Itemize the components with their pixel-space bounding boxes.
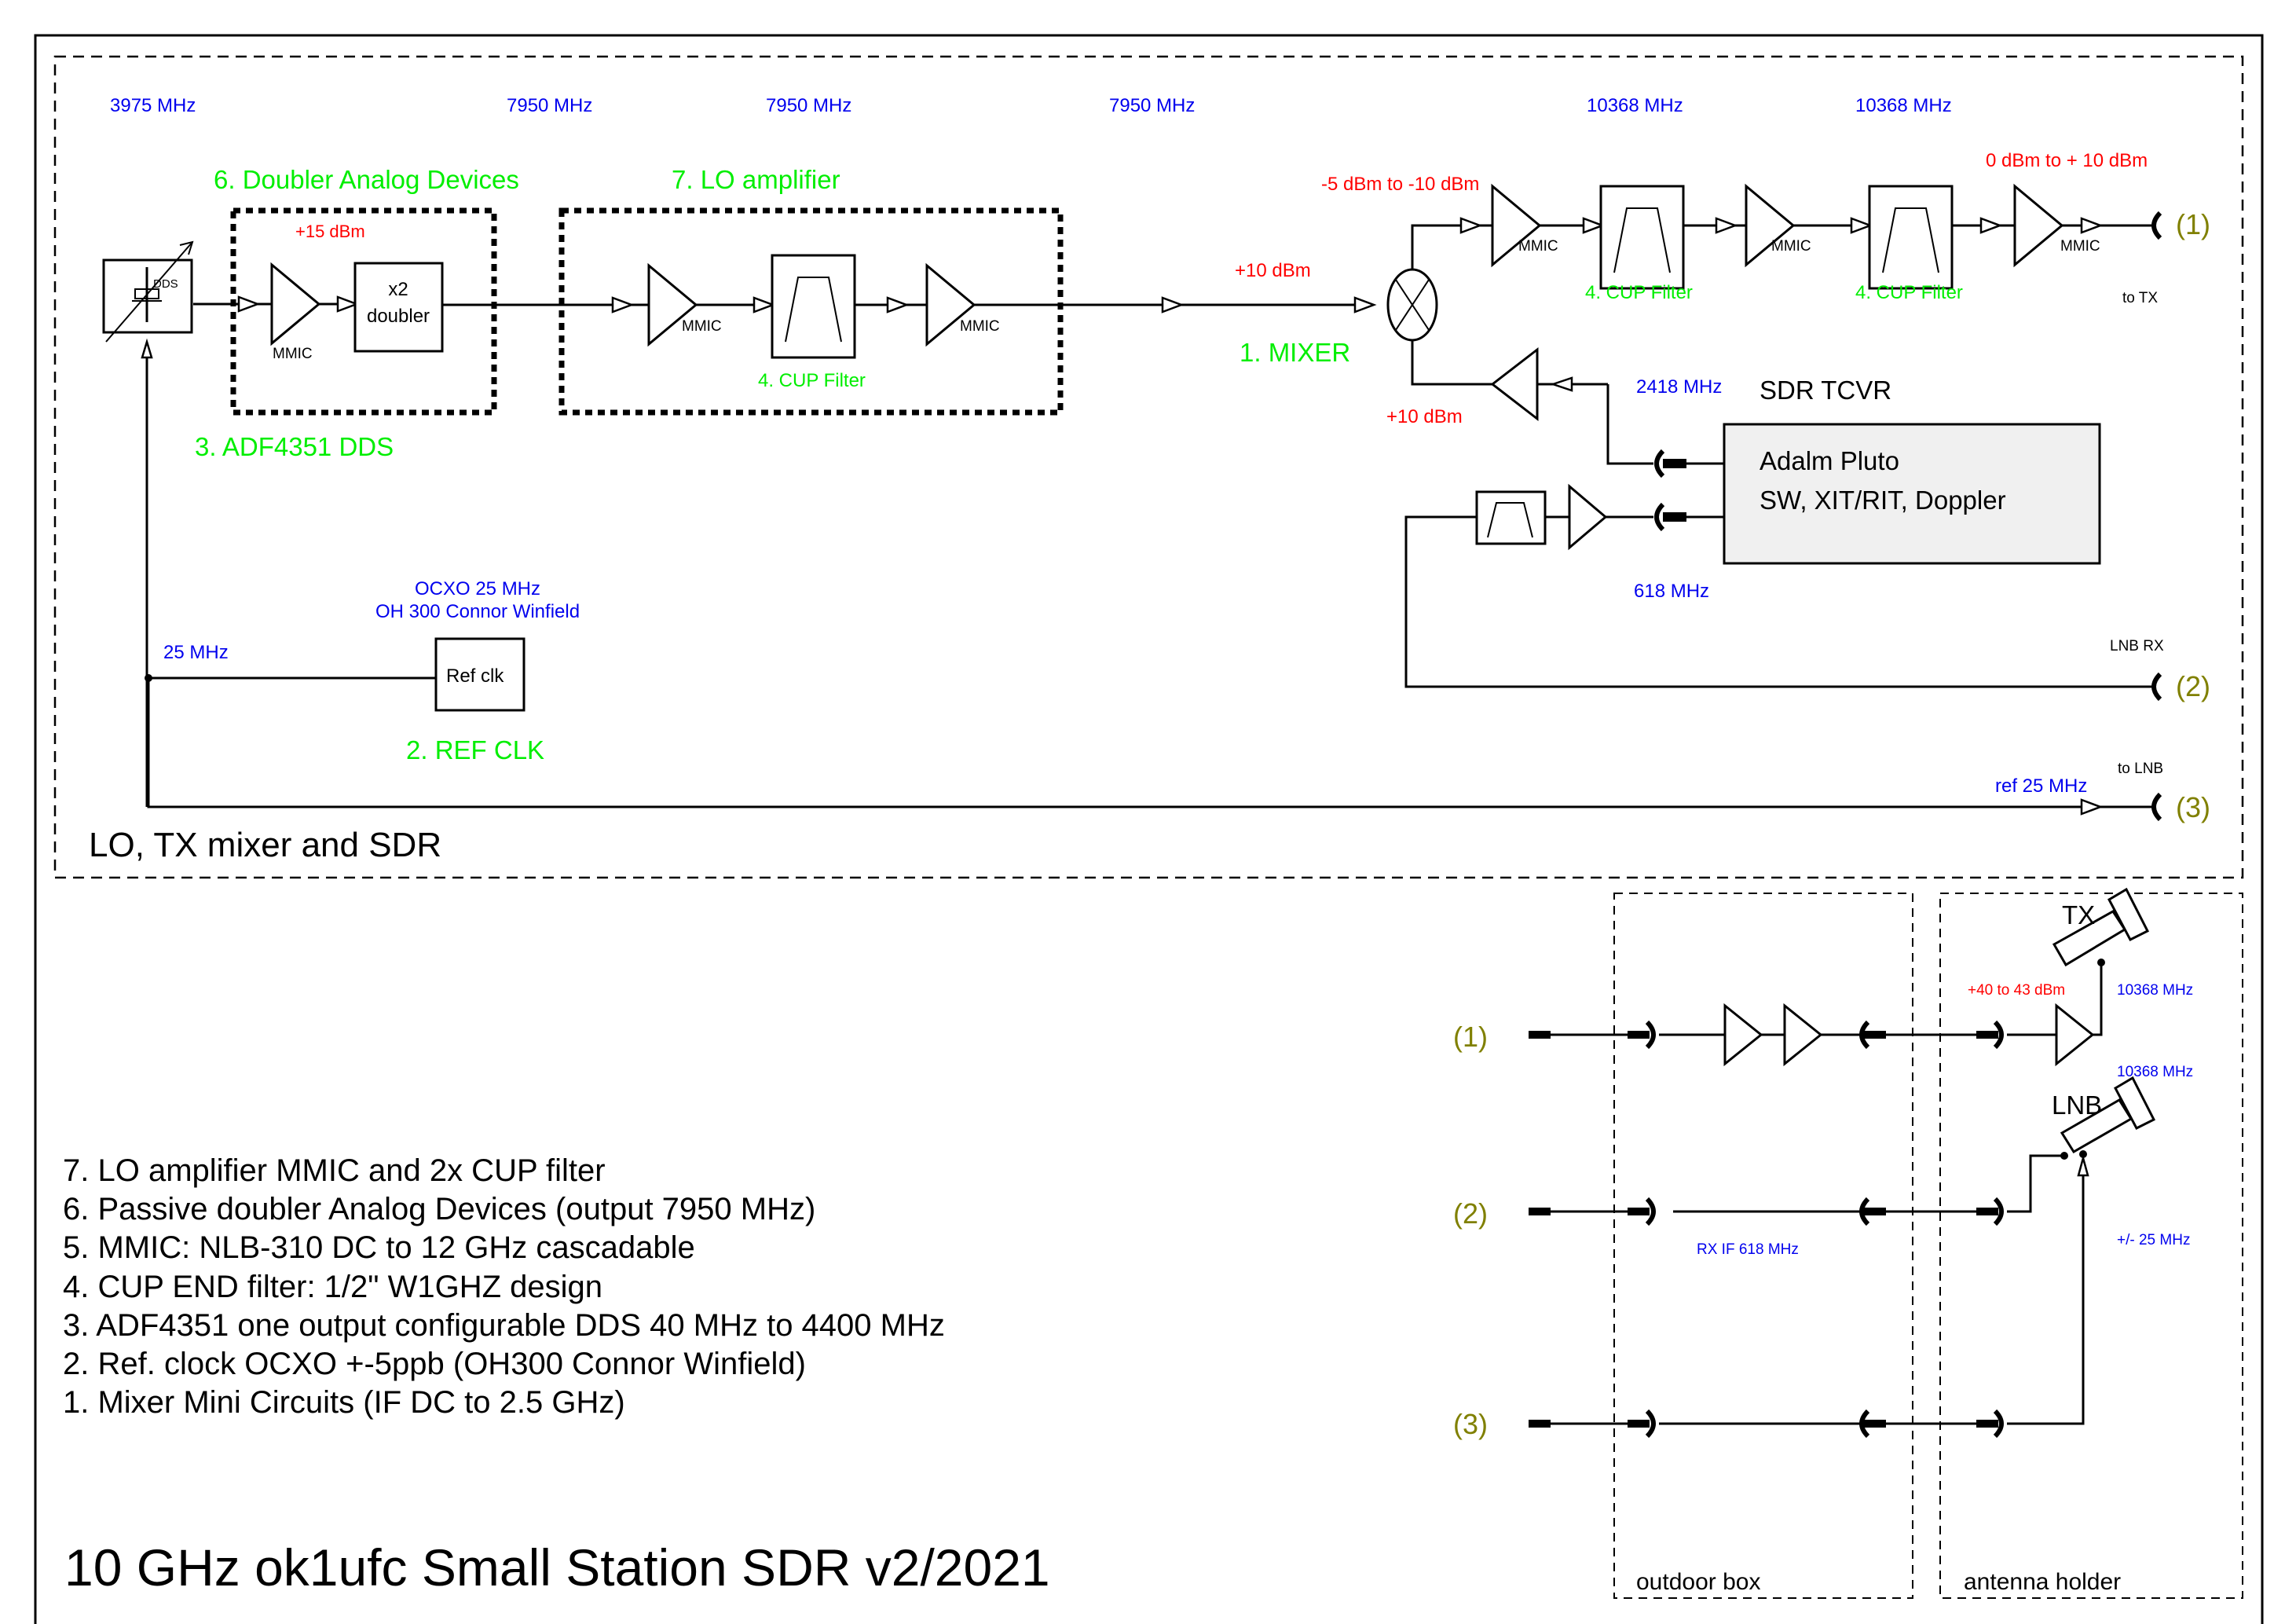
outdoor-port-2: (2): [1453, 1197, 1488, 1230]
power-lo-into-mixer: +10 dBm: [1235, 260, 1311, 281]
outdoor-port-3: (3): [1453, 1408, 1488, 1440]
rx-if: RX IF 618 MHz: [1697, 1241, 1799, 1258]
port-2-label: (2): [2176, 670, 2210, 702]
outdoor-port-1: (1): [1453, 1021, 1488, 1053]
legend-item: 4. CUP END filter: 1/2" W1GHZ design: [63, 1270, 602, 1304]
cup-filter-label: 4. CUP Filter: [1585, 282, 1693, 303]
port-1-caption: to TX: [2122, 290, 2158, 306]
power-doubler: +15 dBm: [295, 222, 365, 241]
tx-label: TX: [2062, 900, 2095, 929]
port-connector-1[interactable]: [2154, 213, 2160, 238]
tx-freq: 10368 MHz: [2117, 982, 2193, 999]
legend-item: 5. MMIC: NLB-310 DC to 12 GHz cascadable: [63, 1230, 695, 1265]
freq-doubler-out: 7950 MHz: [507, 95, 592, 116]
legend-item: 6. Passive doubler Analog Devices (outpu…: [63, 1192, 815, 1226]
outdoor-box-label: outdoor box: [1636, 1569, 1760, 1595]
mmic-amp: [2013, 185, 2063, 266]
lnb-freq: 10368 MHz: [2117, 1064, 2193, 1080]
port-connector-2[interactable]: [2154, 674, 2160, 699]
if-amp: [1490, 346, 1539, 422]
dds-tag: DDS: [153, 277, 178, 291]
power-if-into-mixer: +10 dBm: [1386, 406, 1463, 427]
ocxo-line2: OH 300 Connor Winfield: [375, 601, 580, 622]
port-connector-3[interactable]: [2154, 794, 2160, 819]
cup-filter: [1868, 185, 1954, 290]
dds-ref-arrow: [141, 338, 153, 359]
lnb-label: LNB: [2052, 1091, 2102, 1120]
outdoor-amp: [1783, 1003, 1823, 1067]
cup-filter-label: 4. CUP Filter: [1855, 282, 1963, 303]
legend: 7. LO amplifier MMIC and 2x CUP filter 6…: [63, 1153, 945, 1420]
ref-clk-block: Ref clk: [434, 637, 525, 712]
sdr-line2: SW, XIT/RIT, Doppler: [1760, 486, 2006, 515]
port-3-caption: to LNB: [2118, 761, 2163, 777]
label-doubler-group: 6. Doubler Analog Devices: [214, 165, 519, 194]
power-tx-out: 0 dBm to + 10 dBm: [1986, 150, 2148, 171]
cup-filter-label: 4. CUP Filter: [758, 370, 866, 391]
doubler-block: x2 doubler: [353, 262, 444, 353]
mmic-amp: [270, 263, 320, 345]
doubler-line1: x2: [388, 279, 408, 300]
lo-section-title: LO, TX mixer and SDR: [89, 826, 441, 864]
freq-ref-out: ref 25 MHz: [1995, 775, 2087, 797]
legend-item: 7. LO amplifier MMIC and 2x CUP filter: [63, 1153, 606, 1188]
outdoor-amp: [1723, 1003, 1763, 1067]
legend-item: 2. Ref. clock OCXO +-5ppb (OH300 Connor …: [63, 1347, 806, 1381]
freq-dds-out: 3975 MHz: [110, 95, 196, 116]
mmic-label: MMIC: [960, 318, 1000, 335]
rx-amp: [1568, 483, 1608, 551]
freq-lo-to-mixer: 7950 MHz: [1109, 95, 1195, 116]
freq-ref-25: 25 MHz: [163, 642, 229, 663]
outdoor-box-frame: [1613, 893, 1913, 1599]
page-title: 10 GHz ok1ufc Small Station SDR v2/2021: [64, 1538, 1050, 1597]
cup-filter: [771, 254, 856, 359]
lnb-antenna-icon: [2060, 1076, 2156, 1160]
freq-tx-stage2: 10368 MHz: [1855, 95, 1952, 116]
antenna-holder-label: antenna holder: [1964, 1569, 2121, 1595]
power-mixer-out: -5 dBm to -10 dBm: [1321, 174, 1479, 195]
sdr-connector-rx: [1657, 504, 1686, 530]
pa-amp: [2055, 1003, 2095, 1067]
label-mixer: 1. MIXER: [1240, 338, 1350, 367]
lo-section-frame: [53, 55, 2244, 879]
freq-lo-amp-mid: 7950 MHz: [766, 95, 851, 116]
mmic-label: MMIC: [1771, 238, 1811, 255]
freq-sdr-rx: 618 MHz: [1634, 581, 1709, 602]
tx-power: +40 to 43 dBm: [1968, 982, 2065, 999]
mmic-label: MMIC: [273, 346, 313, 362]
label-dds: 3. ADF4351 DDS: [195, 432, 394, 461]
ocxo-line1: OCXO 25 MHz: [415, 578, 540, 599]
sdr-box: [1723, 423, 2101, 565]
legend-item: 1. Mixer Mini Circuits (IF DC to 2.5 GHz…: [63, 1385, 625, 1420]
ref-offset: +/- 25 MHz: [2117, 1232, 2190, 1248]
cup-filter: [1599, 185, 1685, 290]
port-1-label: (1): [2176, 208, 2210, 240]
mmic-label: MMIC: [682, 318, 722, 335]
doubler-line2: doubler: [367, 306, 430, 327]
lo-amp-group-frame: [558, 207, 1064, 416]
port-2-caption: LNB RX: [2110, 638, 2164, 654]
label-lo-amp-group: 7. LO amplifier: [672, 165, 840, 194]
port-3-label: (3): [2176, 791, 2210, 823]
mmic-label: MMIC: [2060, 238, 2100, 255]
outer-frame: [34, 34, 2264, 1624]
sdr-connector-tx: [1657, 451, 1686, 476]
tx-antenna-icon: [2052, 887, 2150, 967]
rx-filter: [1475, 490, 1547, 545]
mmic-label: MMIC: [1518, 238, 1558, 255]
sdr-title: SDR TCVR: [1760, 376, 1891, 405]
dds-block: DDS: [102, 240, 194, 343]
antenna-holder-frame: [1939, 893, 2243, 1599]
freq-tx-stage1: 10368 MHz: [1587, 95, 1683, 116]
sdr-line1: Adalm Pluto: [1760, 446, 1899, 475]
label-ref-clk: 2. REF CLK: [406, 735, 544, 764]
doubler-group-frame: [230, 207, 497, 416]
ref-clk-box-label: Ref clk: [446, 665, 504, 687]
legend-item: 3. ADF4351 one output configurable DDS 4…: [63, 1308, 945, 1343]
freq-sdr-tx: 2418 MHz: [1636, 376, 1722, 398]
mixer: [1386, 268, 1438, 342]
